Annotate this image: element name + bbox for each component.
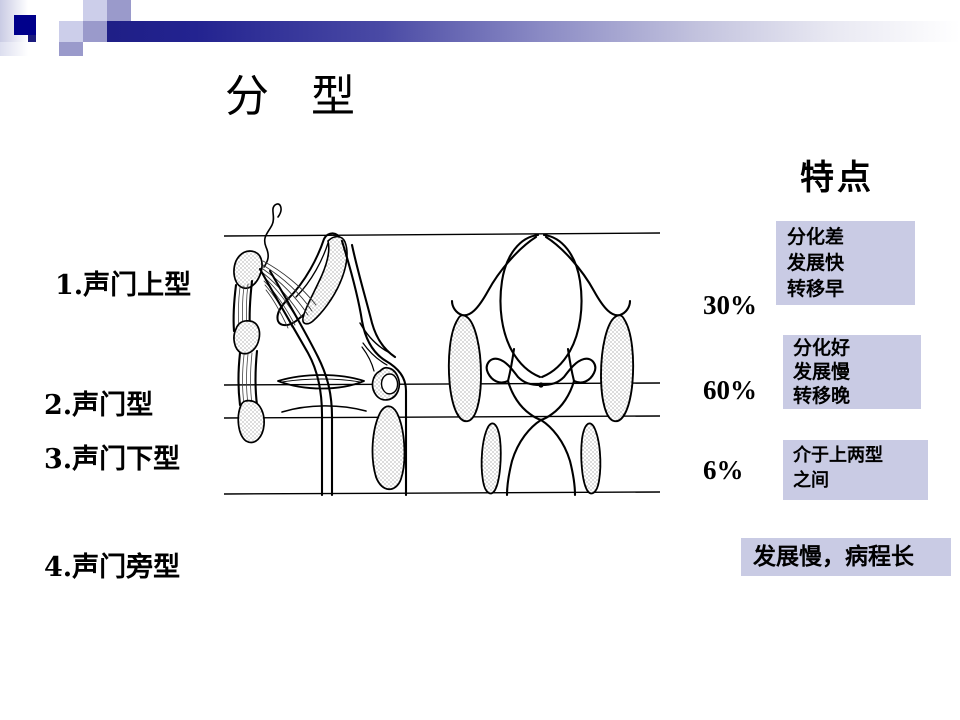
feature-line: 发展慢: [793, 361, 851, 383]
feature-line: 转移早: [787, 278, 845, 300]
header-gradient-bar: [28, 21, 960, 42]
page-title: 分 型: [225, 71, 369, 122]
feature-line: 发展慢，病程长: [753, 544, 914, 570]
classification-item-4: 4.声门旁型: [44, 552, 181, 583]
deco-square-4: [36, 15, 59, 35]
deco-square-3: [0, 42, 28, 56]
classification-item-2: 2.声门型: [44, 390, 154, 421]
larynx-diagram: [200, 195, 700, 515]
feature-box-1: 分化差 发展快 转移早: [776, 221, 915, 305]
feature-box-3: 介于上两型 之间: [783, 440, 928, 500]
level-lines: [223, 232, 661, 495]
deco-square-11: [83, 21, 107, 42]
feature-line: 发展快: [787, 252, 845, 274]
features-heading: 特点: [800, 158, 874, 198]
deco-square-7: [59, 21, 83, 42]
feature-line: 分化好: [793, 337, 851, 359]
feature-line: 转移晚: [793, 385, 851, 407]
classification-item-1: 1.声门上型: [55, 270, 192, 301]
deco-square-8: [59, 42, 83, 56]
feature-line: 分化差: [787, 226, 845, 248]
percentage-glottic: 60%: [703, 375, 757, 405]
deco-square-5: [36, 35, 59, 55]
feature-line: 介于上两型: [793, 445, 883, 466]
sagittal-view: [232, 203, 408, 497]
classification-item-3: 3.声门下型: [44, 444, 181, 475]
deco-square-12: [107, 0, 131, 21]
deco-square-navy: [14, 15, 36, 35]
deco-square-6: [59, 0, 83, 14]
coronal-view: [447, 233, 635, 497]
percentage-subglottic: 6%: [703, 455, 744, 485]
deco-square-9: [83, 0, 107, 14]
percentage-supraglottic: 30%: [703, 290, 757, 320]
header-decoration: [0, 0, 960, 56]
feature-box-4: 发展慢，病程长: [741, 538, 951, 576]
feature-box-2: 分化好 发展慢 转移晚: [783, 335, 921, 409]
feature-line: 之间: [793, 470, 829, 491]
